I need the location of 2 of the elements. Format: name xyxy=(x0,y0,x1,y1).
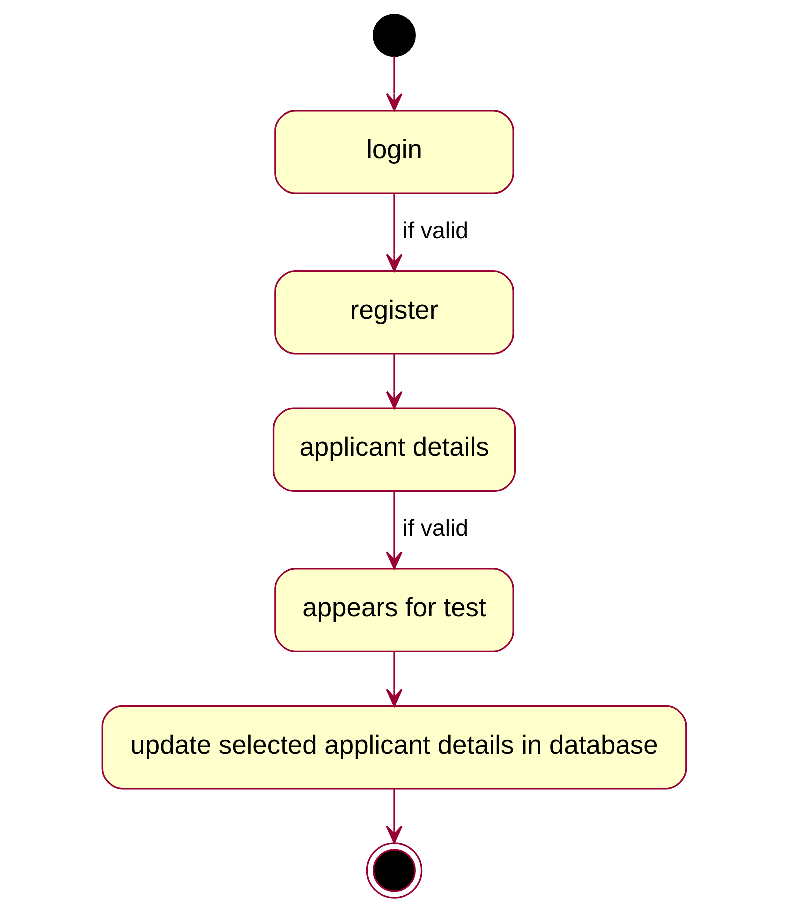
edge-label: if valid xyxy=(402,515,469,542)
edge-label: if valid xyxy=(402,218,469,244)
